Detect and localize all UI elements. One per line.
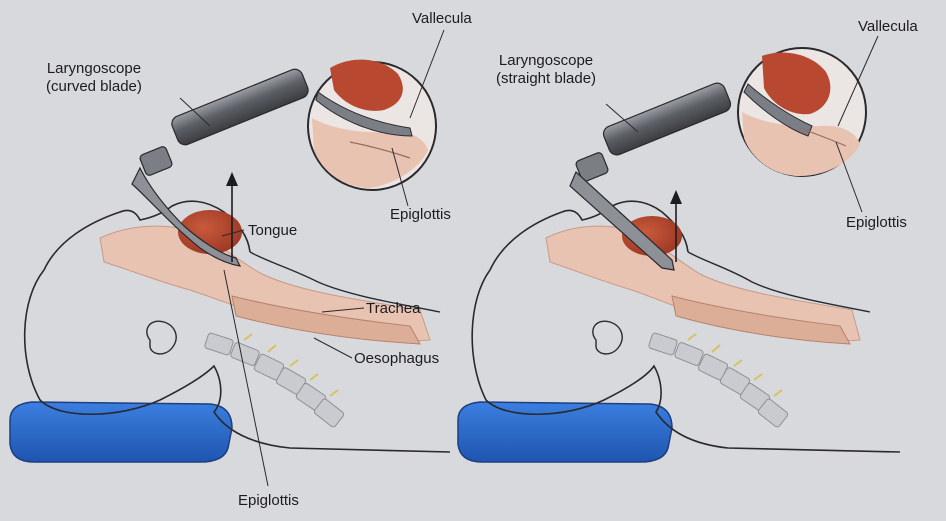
right-laryngoscope-label-line1: Laryngoscope — [496, 52, 596, 70]
left-epiglottis-inset-label: Epiglottis — [390, 206, 451, 224]
right-panel-figure — [458, 36, 900, 462]
trachea-label: Trachea — [366, 300, 420, 318]
right-inset-circle — [738, 48, 866, 176]
right-epiglottis-label: Epiglottis — [846, 214, 907, 232]
left-laryngoscope-label-line1: Laryngoscope — [46, 60, 142, 78]
right-vallecula-label: Vallecula — [858, 18, 918, 36]
left-epiglottis-bottom-label: Epiglottis — [238, 492, 299, 510]
right-ear — [593, 321, 622, 354]
left-ear — [147, 321, 176, 354]
left-arrow-head — [226, 172, 238, 186]
tongue-label: Tongue — [248, 222, 297, 240]
left-panel-figure — [10, 30, 450, 486]
right-arrow-head — [670, 190, 682, 204]
right-pillow — [458, 402, 672, 462]
left-laryngoscope-label-line2: (curved blade) — [46, 78, 142, 96]
right-laryngoscope-label-line2: (straight blade) — [496, 70, 596, 88]
oesophagus-label: Oesophagus — [354, 350, 439, 368]
left-inset-circle — [308, 60, 436, 190]
left-laryngoscope-label: Laryngoscope (curved blade) — [46, 60, 142, 96]
right-laryngoscope-label: Laryngoscope (straight blade) — [496, 52, 596, 88]
left-vallecula-label: Vallecula — [412, 10, 472, 28]
